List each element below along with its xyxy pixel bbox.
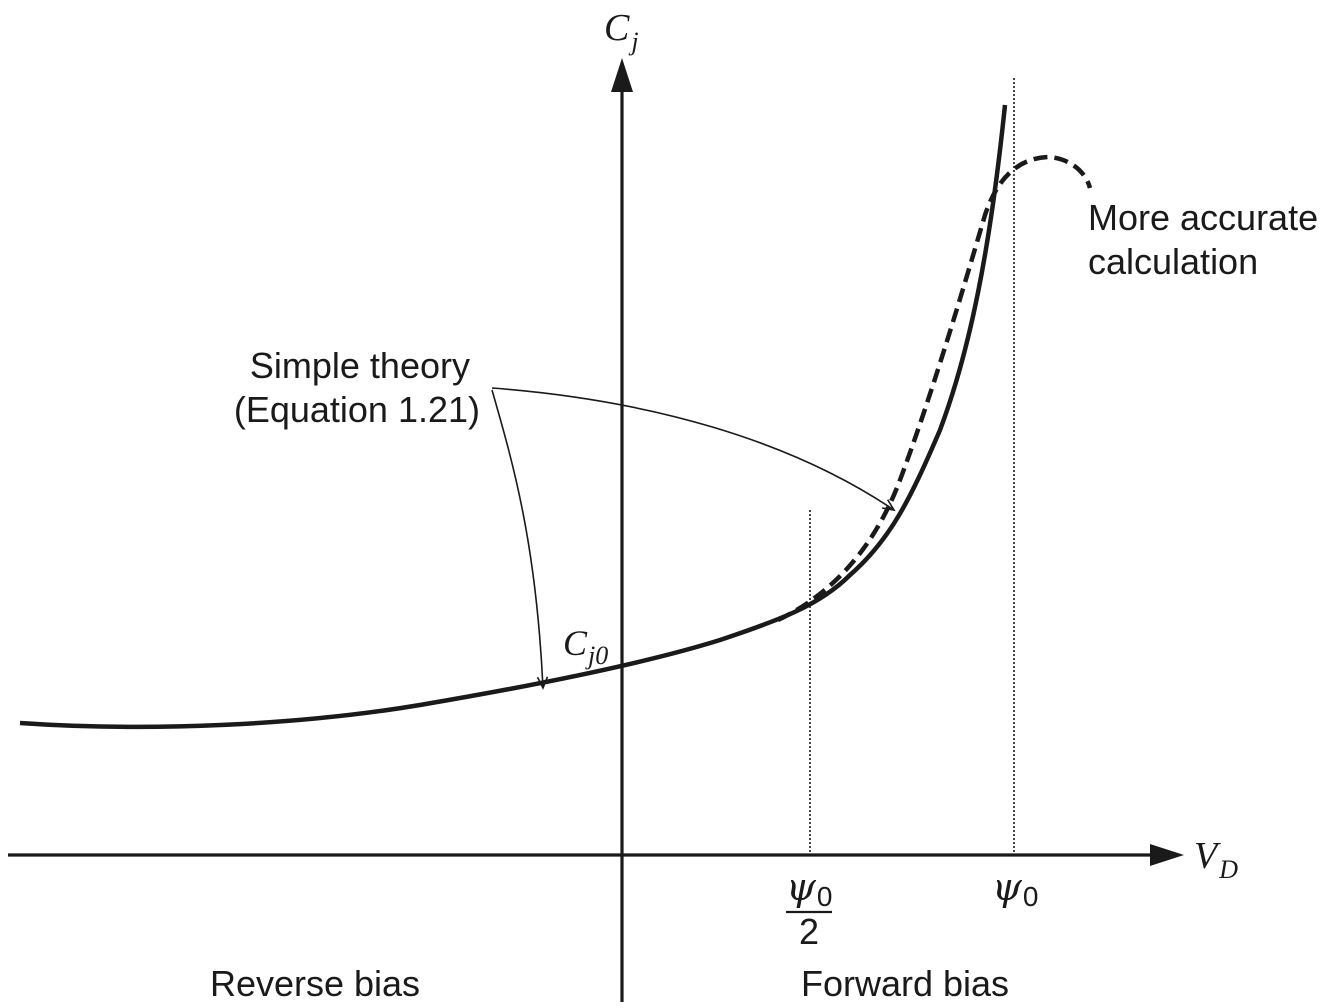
accurate-calculation-label: More accurate calculation: [1088, 197, 1328, 282]
simple-theory-curve: [19, 104, 1008, 730]
y-axis-arrowhead: [611, 58, 633, 92]
psi-half-denominator: 2: [799, 911, 819, 952]
forward-bias-label: Forward bias: [801, 963, 1009, 1004]
psi0-label: ψ0: [992, 865, 1038, 912]
cj0-label: Cj0: [563, 623, 608, 670]
y-axis-label: Cj: [604, 7, 639, 56]
psi-half-numerator: ψ0: [786, 865, 832, 912]
accurate-calculation-curve: [777, 154, 1093, 623]
leader-line-to-curve: [491, 387, 896, 512]
x-axis-arrowhead: [1150, 844, 1184, 866]
leader-line-to-cj0: [491, 389, 549, 690]
x-axis-label: VD: [1194, 835, 1238, 884]
reverse-bias-label: Reverse bias: [210, 963, 420, 1004]
simple-theory-label: Simple theory (Equation 1.21): [234, 345, 480, 430]
